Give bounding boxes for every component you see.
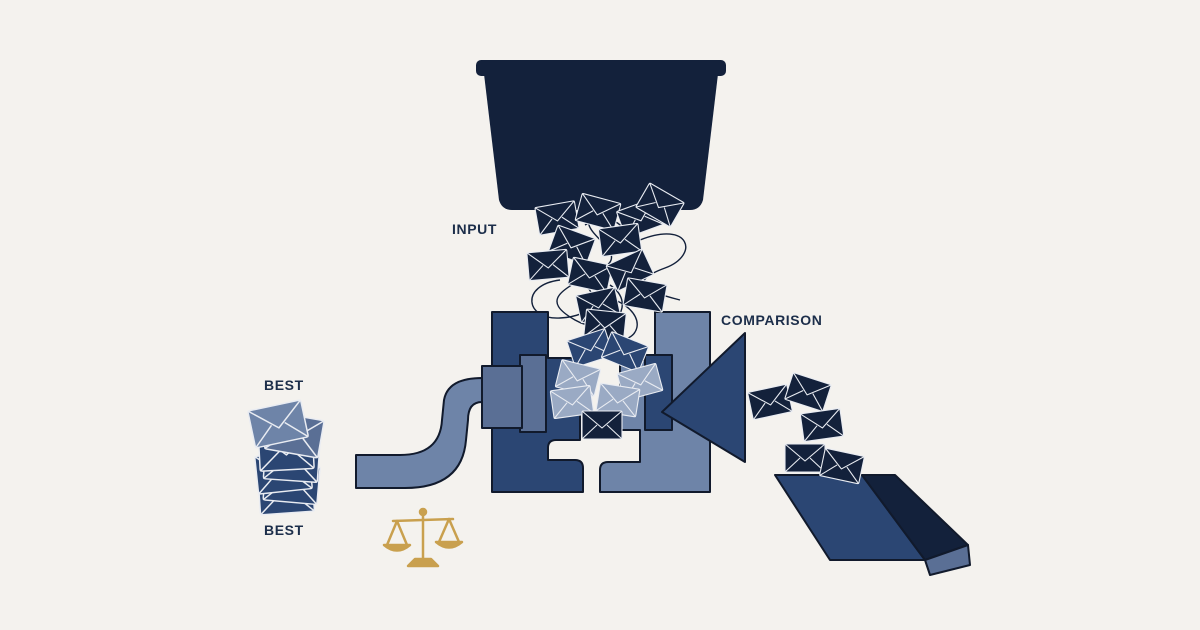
left-block [491,311,584,493]
envelope-stack [247,399,325,516]
best-label-bottom: BEST [264,522,304,538]
comparison-label: COMPARISON [721,312,823,328]
funnel-icon [661,332,746,463]
input-label: INPUT [452,221,497,237]
balance-scale-icon [382,507,464,568]
envelope-output-stream [746,371,866,485]
chute-icon [774,474,971,576]
best-label-top: BEST [264,377,304,393]
hopper-icon [476,60,726,210]
pipe-icon [355,365,523,489]
